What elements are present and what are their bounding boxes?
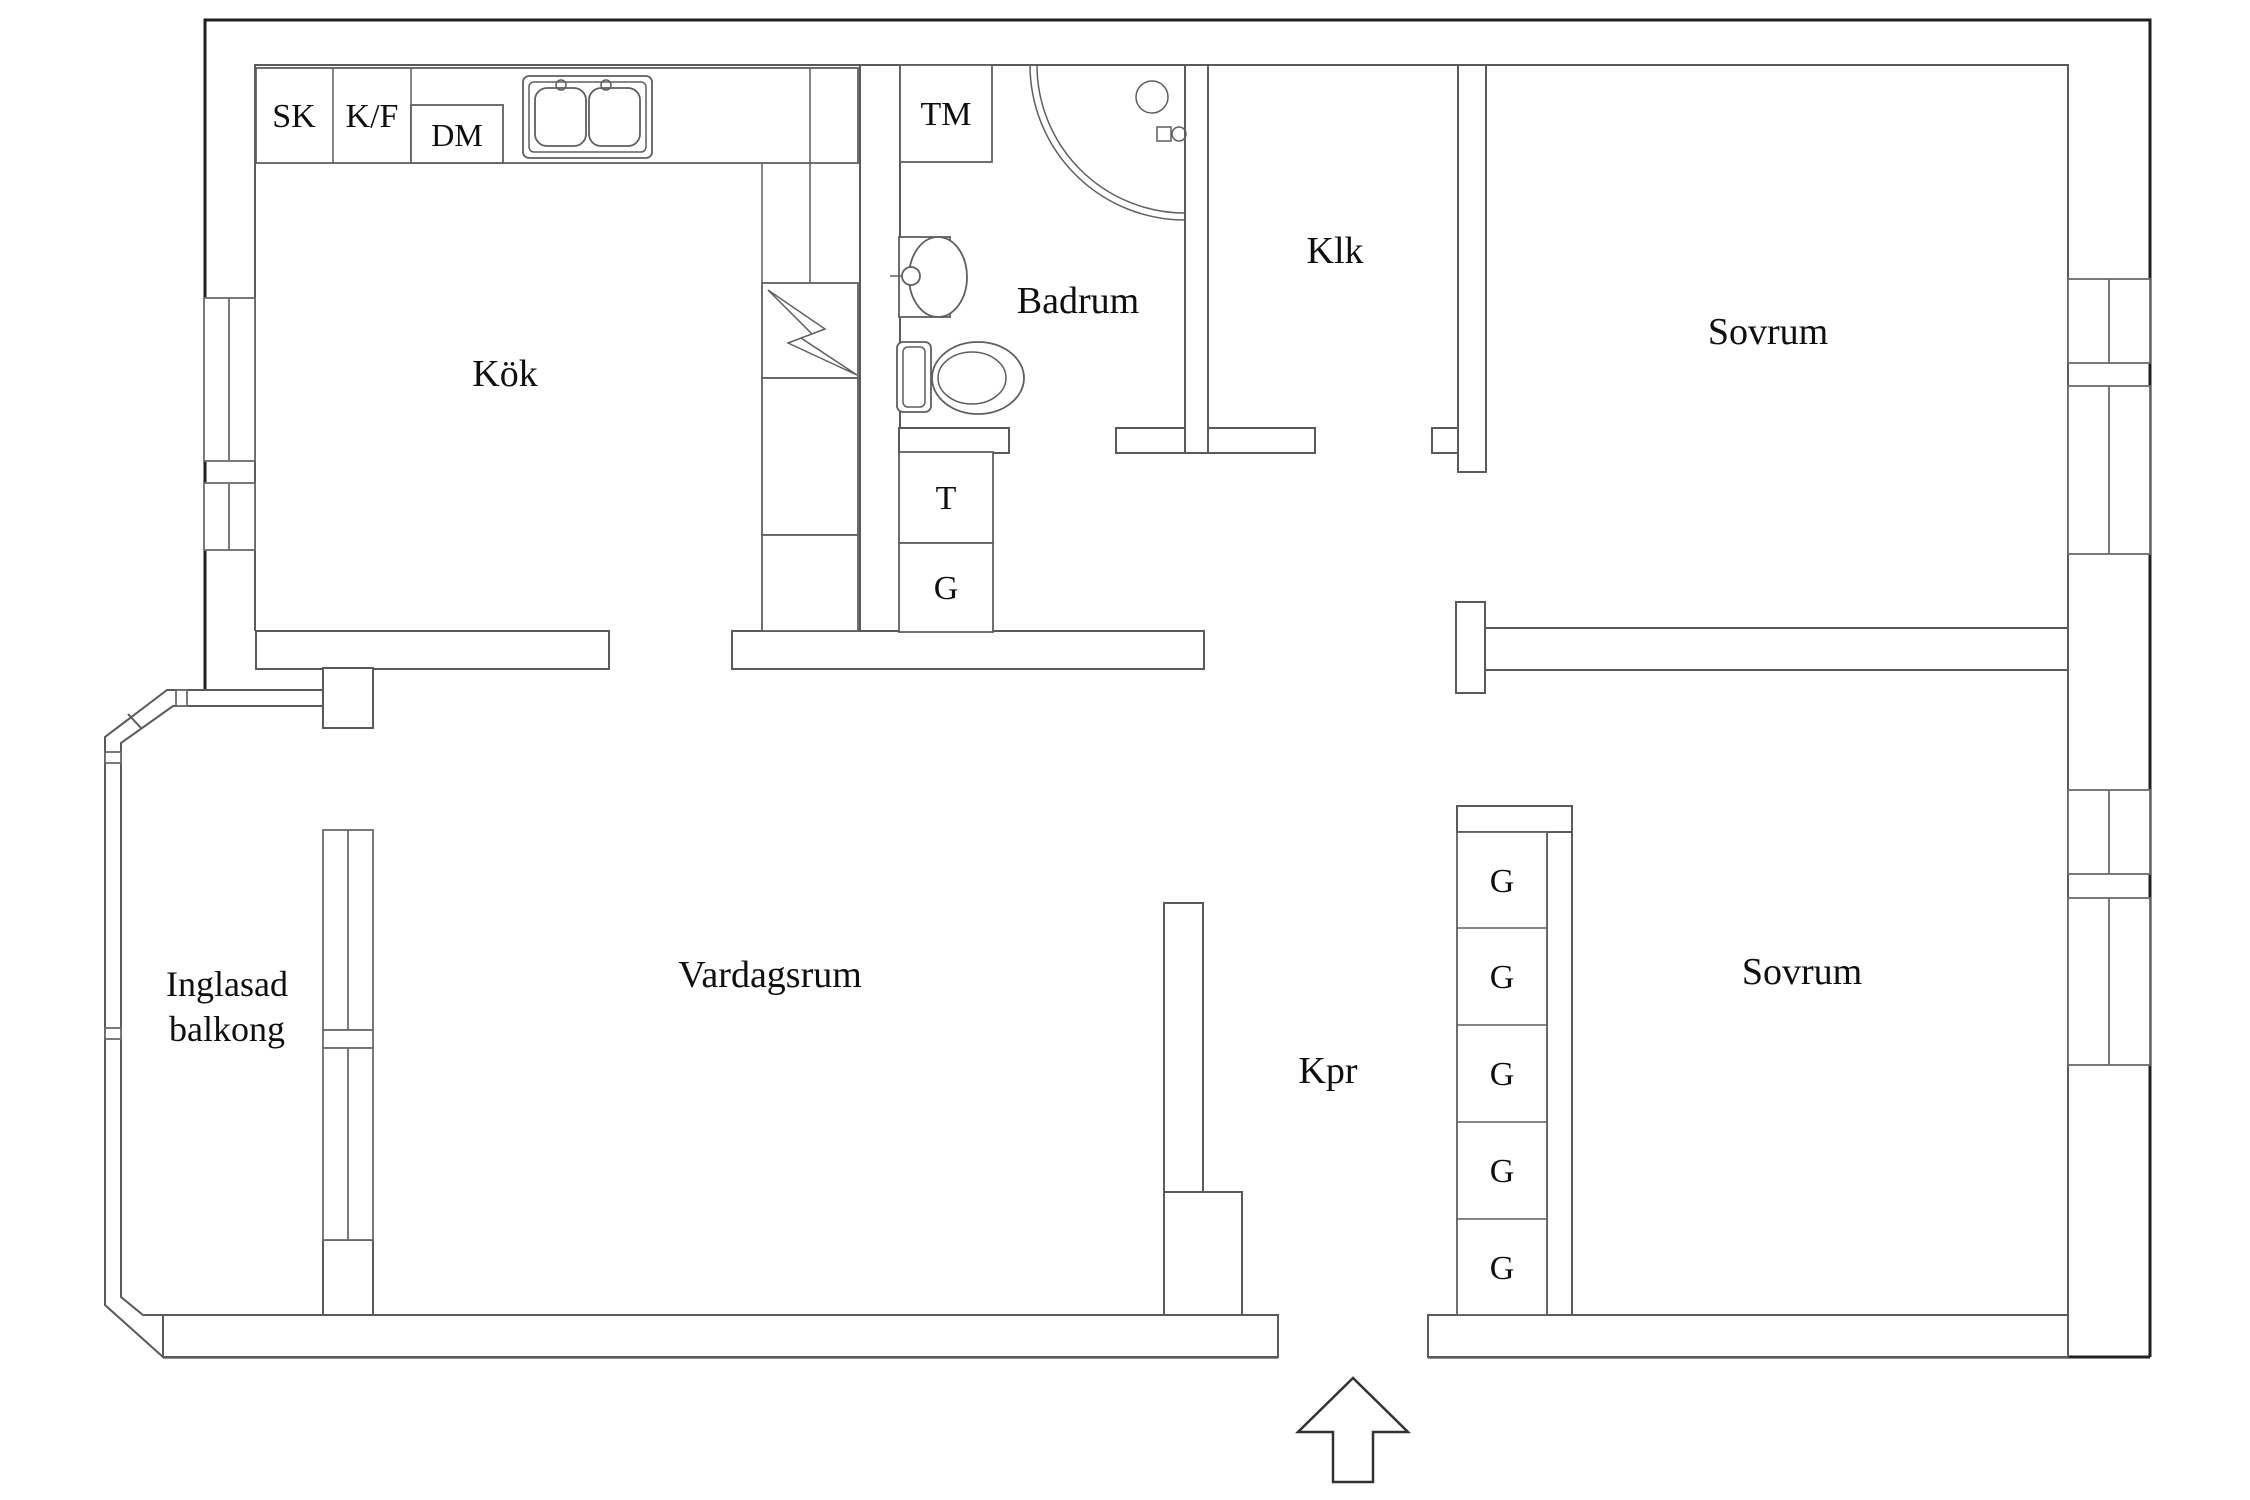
toilet-icon xyxy=(896,341,1025,415)
label-wardrobe-2: G xyxy=(1490,959,1515,996)
label-tm: TM xyxy=(921,96,972,133)
wall-klk-stub xyxy=(1431,427,1459,454)
label-wardrobe-1: G xyxy=(1490,863,1515,900)
wall-bathroom-south xyxy=(898,427,1010,454)
wall-kpr-bedroom xyxy=(1546,805,1573,1316)
kitchen-tall-unit-1 xyxy=(761,377,859,536)
hall-closets xyxy=(898,451,994,633)
wall-hall-livingroom-east xyxy=(731,630,1205,670)
interior-walls xyxy=(162,64,2069,1358)
bathroom-fittings xyxy=(890,64,1187,415)
wall-hall-stub xyxy=(1455,601,1486,694)
washing-machine-box xyxy=(899,64,993,163)
wardrobe-column-top xyxy=(1456,805,1573,833)
balcony-glazing-mullion xyxy=(104,751,122,764)
wall-balcony-livingroom-south xyxy=(322,1239,374,1316)
wardrobe-column xyxy=(1456,831,1548,1316)
dishwasher-box xyxy=(410,104,504,164)
window-bedroom-bottom-2 xyxy=(2067,897,2151,1066)
room-label-balcony-line2: balkong xyxy=(169,1009,285,1049)
room-label-bathroom: Badrum xyxy=(1017,280,1139,322)
wall-entrance-left-jamb xyxy=(1163,1191,1243,1316)
double-basin-sink-icon xyxy=(522,75,653,159)
window-bedroom-top-2 xyxy=(2067,385,2151,555)
window-balcony-livingroom-1 xyxy=(322,829,374,1031)
wall-hall-livingroom-west xyxy=(255,630,610,670)
wall-bottom-east xyxy=(1427,1314,2069,1358)
room-label-livingroom: Vardagsrum xyxy=(678,954,862,996)
windows xyxy=(203,278,2151,1241)
wardrobe-hall-box xyxy=(898,542,994,633)
wall-klk-south xyxy=(1115,427,1316,454)
window-kitchen-1 xyxy=(203,297,256,462)
label-g-hall: G xyxy=(934,570,959,607)
room-label-balcony-line1: Inglasad xyxy=(166,964,288,1004)
balcony-glazing-mullion xyxy=(104,1027,122,1040)
washbasin-icon xyxy=(890,236,968,318)
wall-bathroom-klk xyxy=(1184,64,1209,454)
corner-shower-icon xyxy=(1029,64,1187,221)
label-sk: SK xyxy=(272,98,316,135)
wall-klk-bedroom xyxy=(1457,64,1487,473)
wall-balcony-livingroom-north xyxy=(322,667,374,729)
room-label-kitchen: Kök xyxy=(472,353,537,395)
window-spacer xyxy=(322,1029,374,1049)
kitchen-counter xyxy=(255,67,859,632)
room-label-bedroom-top: Sovrum xyxy=(1708,311,1828,353)
room-label-bedroom-bottom: Sovrum xyxy=(1742,951,1862,993)
balcony-glazing-mullion xyxy=(127,713,142,729)
label-wardrobe-5: G xyxy=(1490,1250,1515,1287)
window-balcony-livingroom-2 xyxy=(322,1047,374,1241)
window-bedroom-top-1 xyxy=(2067,278,2151,364)
drying-cabinet-box xyxy=(898,451,994,544)
wall-bottom-west xyxy=(162,1314,1279,1358)
label-wardrobe-4: G xyxy=(1490,1153,1515,1190)
wall-bedroom-divider xyxy=(1484,627,2069,671)
room-label-kpr: Kpr xyxy=(1298,1050,1357,1092)
lightning-bolt-icon xyxy=(761,282,859,379)
label-kf: K/F xyxy=(346,98,399,135)
label-wardrobe-3: G xyxy=(1490,1056,1515,1093)
label-dm: DM xyxy=(431,117,483,153)
label-t: T xyxy=(936,480,957,517)
kitchen-tall-unit-2 xyxy=(761,534,859,632)
wall-kitchen-bathroom xyxy=(859,64,901,632)
entrance-arrow-icon xyxy=(1294,1376,1412,1484)
window-bedroom-bottom-1 xyxy=(2067,789,2151,875)
room-label-klk: Klk xyxy=(1307,230,1364,272)
outer-walls xyxy=(163,18,2152,1359)
balcony-glazing-mullion xyxy=(175,689,188,707)
window-kitchen-2 xyxy=(203,482,256,551)
wall-livingroom-kpr xyxy=(1163,902,1204,1193)
